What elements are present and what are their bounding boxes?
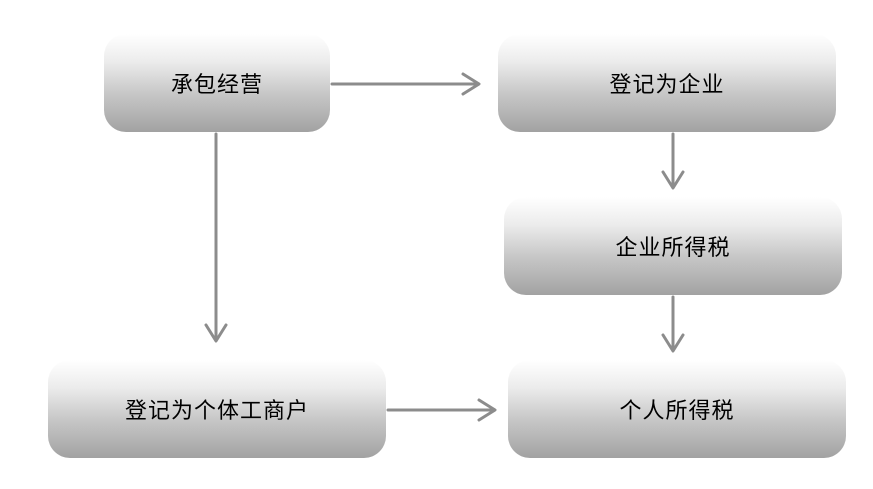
node-register-individual-business-label: 登记为个体工商户 <box>124 399 309 424</box>
arrow-enterprise-to-enterprise-tax <box>661 132 685 190</box>
arrow-contract-to-individual <box>204 132 228 343</box>
node-personal-income-tax: 个人所得税 <box>508 360 846 458</box>
node-contract-operation: 承包经营 <box>104 34 330 132</box>
node-register-enterprise: 登记为企业 <box>498 34 836 132</box>
node-enterprise-income-tax-label: 企业所得税 <box>615 236 731 261</box>
arrow-individual-to-personal-tax <box>386 398 497 422</box>
node-register-enterprise-label: 登记为企业 <box>609 73 725 98</box>
arrow-contract-to-enterprise <box>330 72 481 96</box>
node-enterprise-income-tax: 企业所得税 <box>504 197 842 295</box>
node-personal-income-tax-label: 个人所得税 <box>619 399 735 424</box>
node-register-individual-business: 登记为个体工商户 <box>48 360 386 458</box>
node-contract-operation-label: 承包经营 <box>170 73 263 98</box>
arrow-enterprise-tax-to-personal-tax <box>661 295 685 353</box>
